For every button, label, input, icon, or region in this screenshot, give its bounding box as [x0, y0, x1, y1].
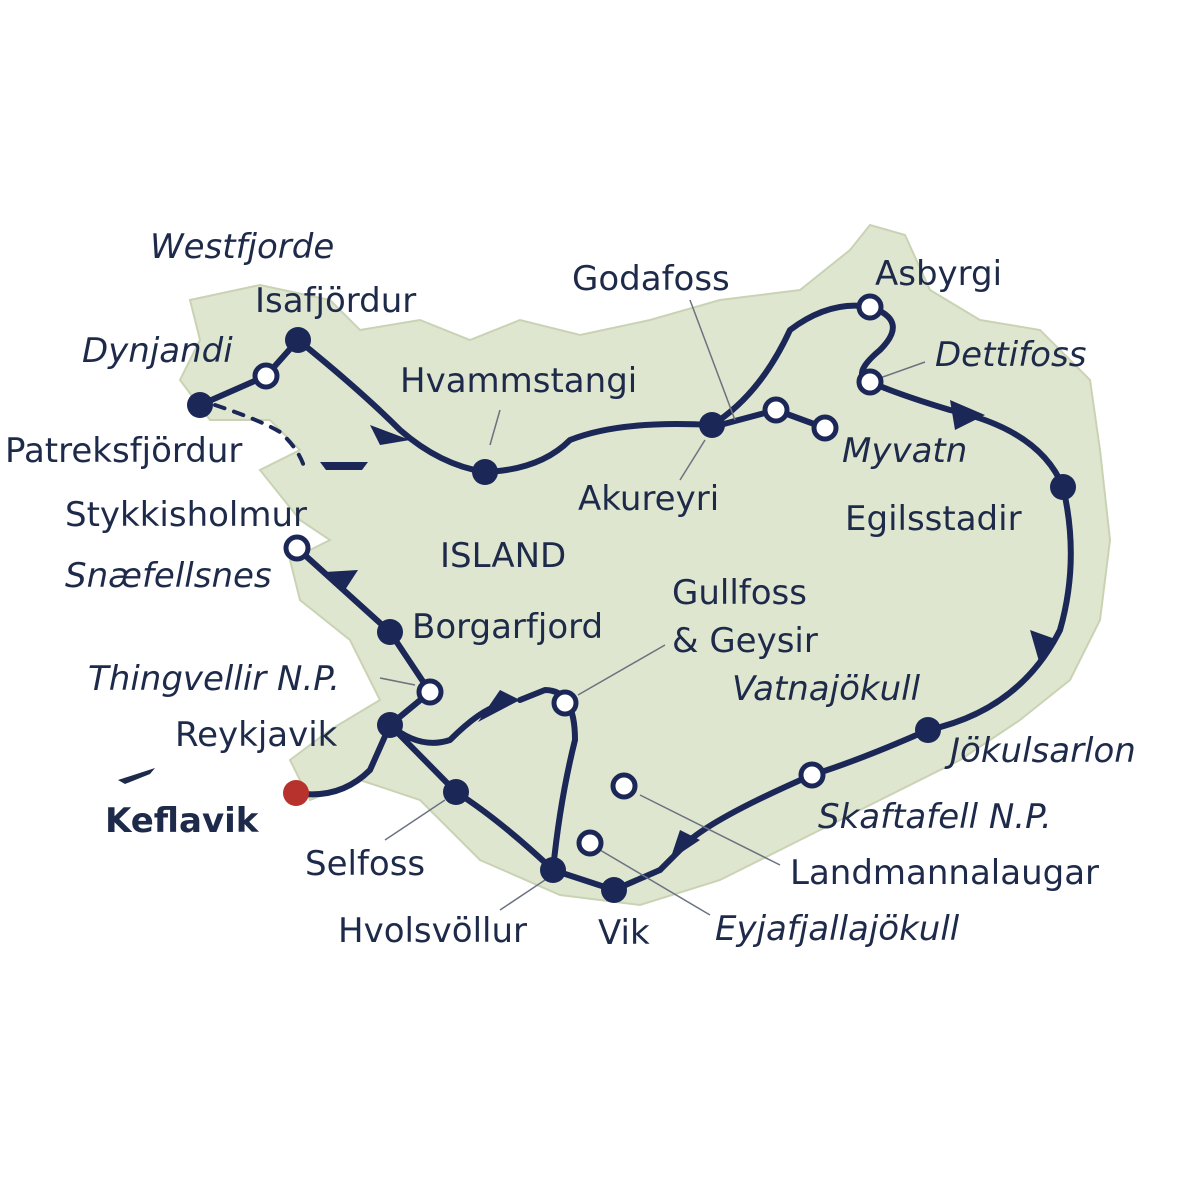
label-selfoss: Selfoss	[305, 844, 425, 884]
stop-selfoss	[443, 779, 469, 805]
stop-jokulsarlon	[915, 717, 941, 743]
place-labels: Westfjorde Isafjördur Dynjandi Patreksfj…	[5, 227, 1136, 953]
direction-arrow-icon	[478, 690, 520, 722]
stop-akureyri	[699, 412, 725, 438]
label-westfjorde: Westfjorde	[150, 227, 334, 267]
stop-isafjordur	[285, 327, 311, 353]
sight-dettifoss	[856, 368, 884, 396]
ferry-route	[213, 403, 368, 472]
stop-hvolsvollur	[540, 857, 566, 883]
label-myvatn: Myvatn	[842, 431, 967, 471]
label-isafjordur: Isafjördur	[255, 281, 416, 321]
label-godafoss: Godafoss	[572, 259, 730, 299]
sight-skaftafell	[798, 761, 826, 789]
sight-gullfoss	[551, 689, 579, 717]
ferry-icon	[320, 462, 368, 470]
sights	[252, 293, 884, 857]
label-hvolsvollur: Hvolsvöllur	[338, 911, 527, 951]
direction-arrow-icon	[670, 830, 700, 860]
label-akureyri: Akureyri	[578, 479, 719, 519]
label-patreksfjordur: Patreksfjördur	[5, 431, 242, 471]
sight-eyjafjallajokull	[576, 829, 604, 857]
stop-hvammstangi	[472, 459, 498, 485]
overnight-stops	[187, 327, 1076, 903]
label-landmannalaugar: Landmannalaugar	[790, 853, 1099, 893]
stop-patreksfjordur	[187, 392, 213, 418]
label-dynjandi: Dynjandi	[82, 331, 233, 371]
sight-godafoss	[762, 396, 790, 424]
label-reykjavik: Reykjavik	[175, 715, 338, 755]
direction-arrow-icon	[325, 570, 358, 590]
label-hvammstangi: Hvammstangi	[400, 361, 637, 401]
sight-landmannalaugar	[610, 772, 638, 800]
label-geysir: & Geysir	[672, 621, 818, 661]
stop-borgarfjord	[377, 619, 403, 645]
label-egilsstadir: Egilsstadir	[845, 499, 1022, 539]
stop-vik	[601, 877, 627, 903]
label-jokulsarlon: Jökulsarlon	[944, 731, 1136, 771]
label-dettifoss: Dettifoss	[935, 335, 1086, 375]
label-eyjafjallajokull: Eyjafjallajökull	[715, 909, 960, 949]
label-skaftafell: Skaftafell N.P.	[818, 797, 1052, 837]
sight-asbyrgi	[856, 293, 884, 321]
label-gullfoss: Gullfoss	[672, 573, 807, 613]
sight-myvatn	[811, 414, 839, 442]
direction-arrow-icon	[370, 425, 410, 445]
sight-dynjandi	[252, 362, 280, 390]
label-vatnajokull: Vatnajökull	[732, 669, 921, 709]
sight-stykkisholmur	[283, 534, 311, 562]
sight-thingvellir	[416, 678, 444, 706]
leader-lines	[379, 299, 926, 916]
tour-route	[197, 302, 1074, 893]
start-keflavik	[283, 780, 309, 806]
airplane-icon	[118, 768, 155, 784]
stop-egilsstadir	[1050, 474, 1076, 500]
label-keflavik: Keflavik	[105, 801, 260, 841]
direction-arrow-icon	[1030, 630, 1058, 665]
label-snaefellsnes: Snæfellsnes	[65, 556, 272, 596]
label-island: ISLAND	[440, 536, 566, 576]
label-vik: Vik	[598, 913, 650, 953]
label-stykkisholmur: Stykkisholmur	[65, 495, 307, 535]
label-borgarfjord: Borgarfjord	[412, 607, 603, 647]
stop-reykjavik	[377, 712, 403, 738]
direction-arrow-icon	[950, 400, 985, 430]
iceland-landmass	[178, 223, 1112, 907]
label-asbyrgi: Asbyrgi	[875, 254, 1002, 294]
label-thingvellir: Thingvellir N.P.	[88, 659, 340, 699]
